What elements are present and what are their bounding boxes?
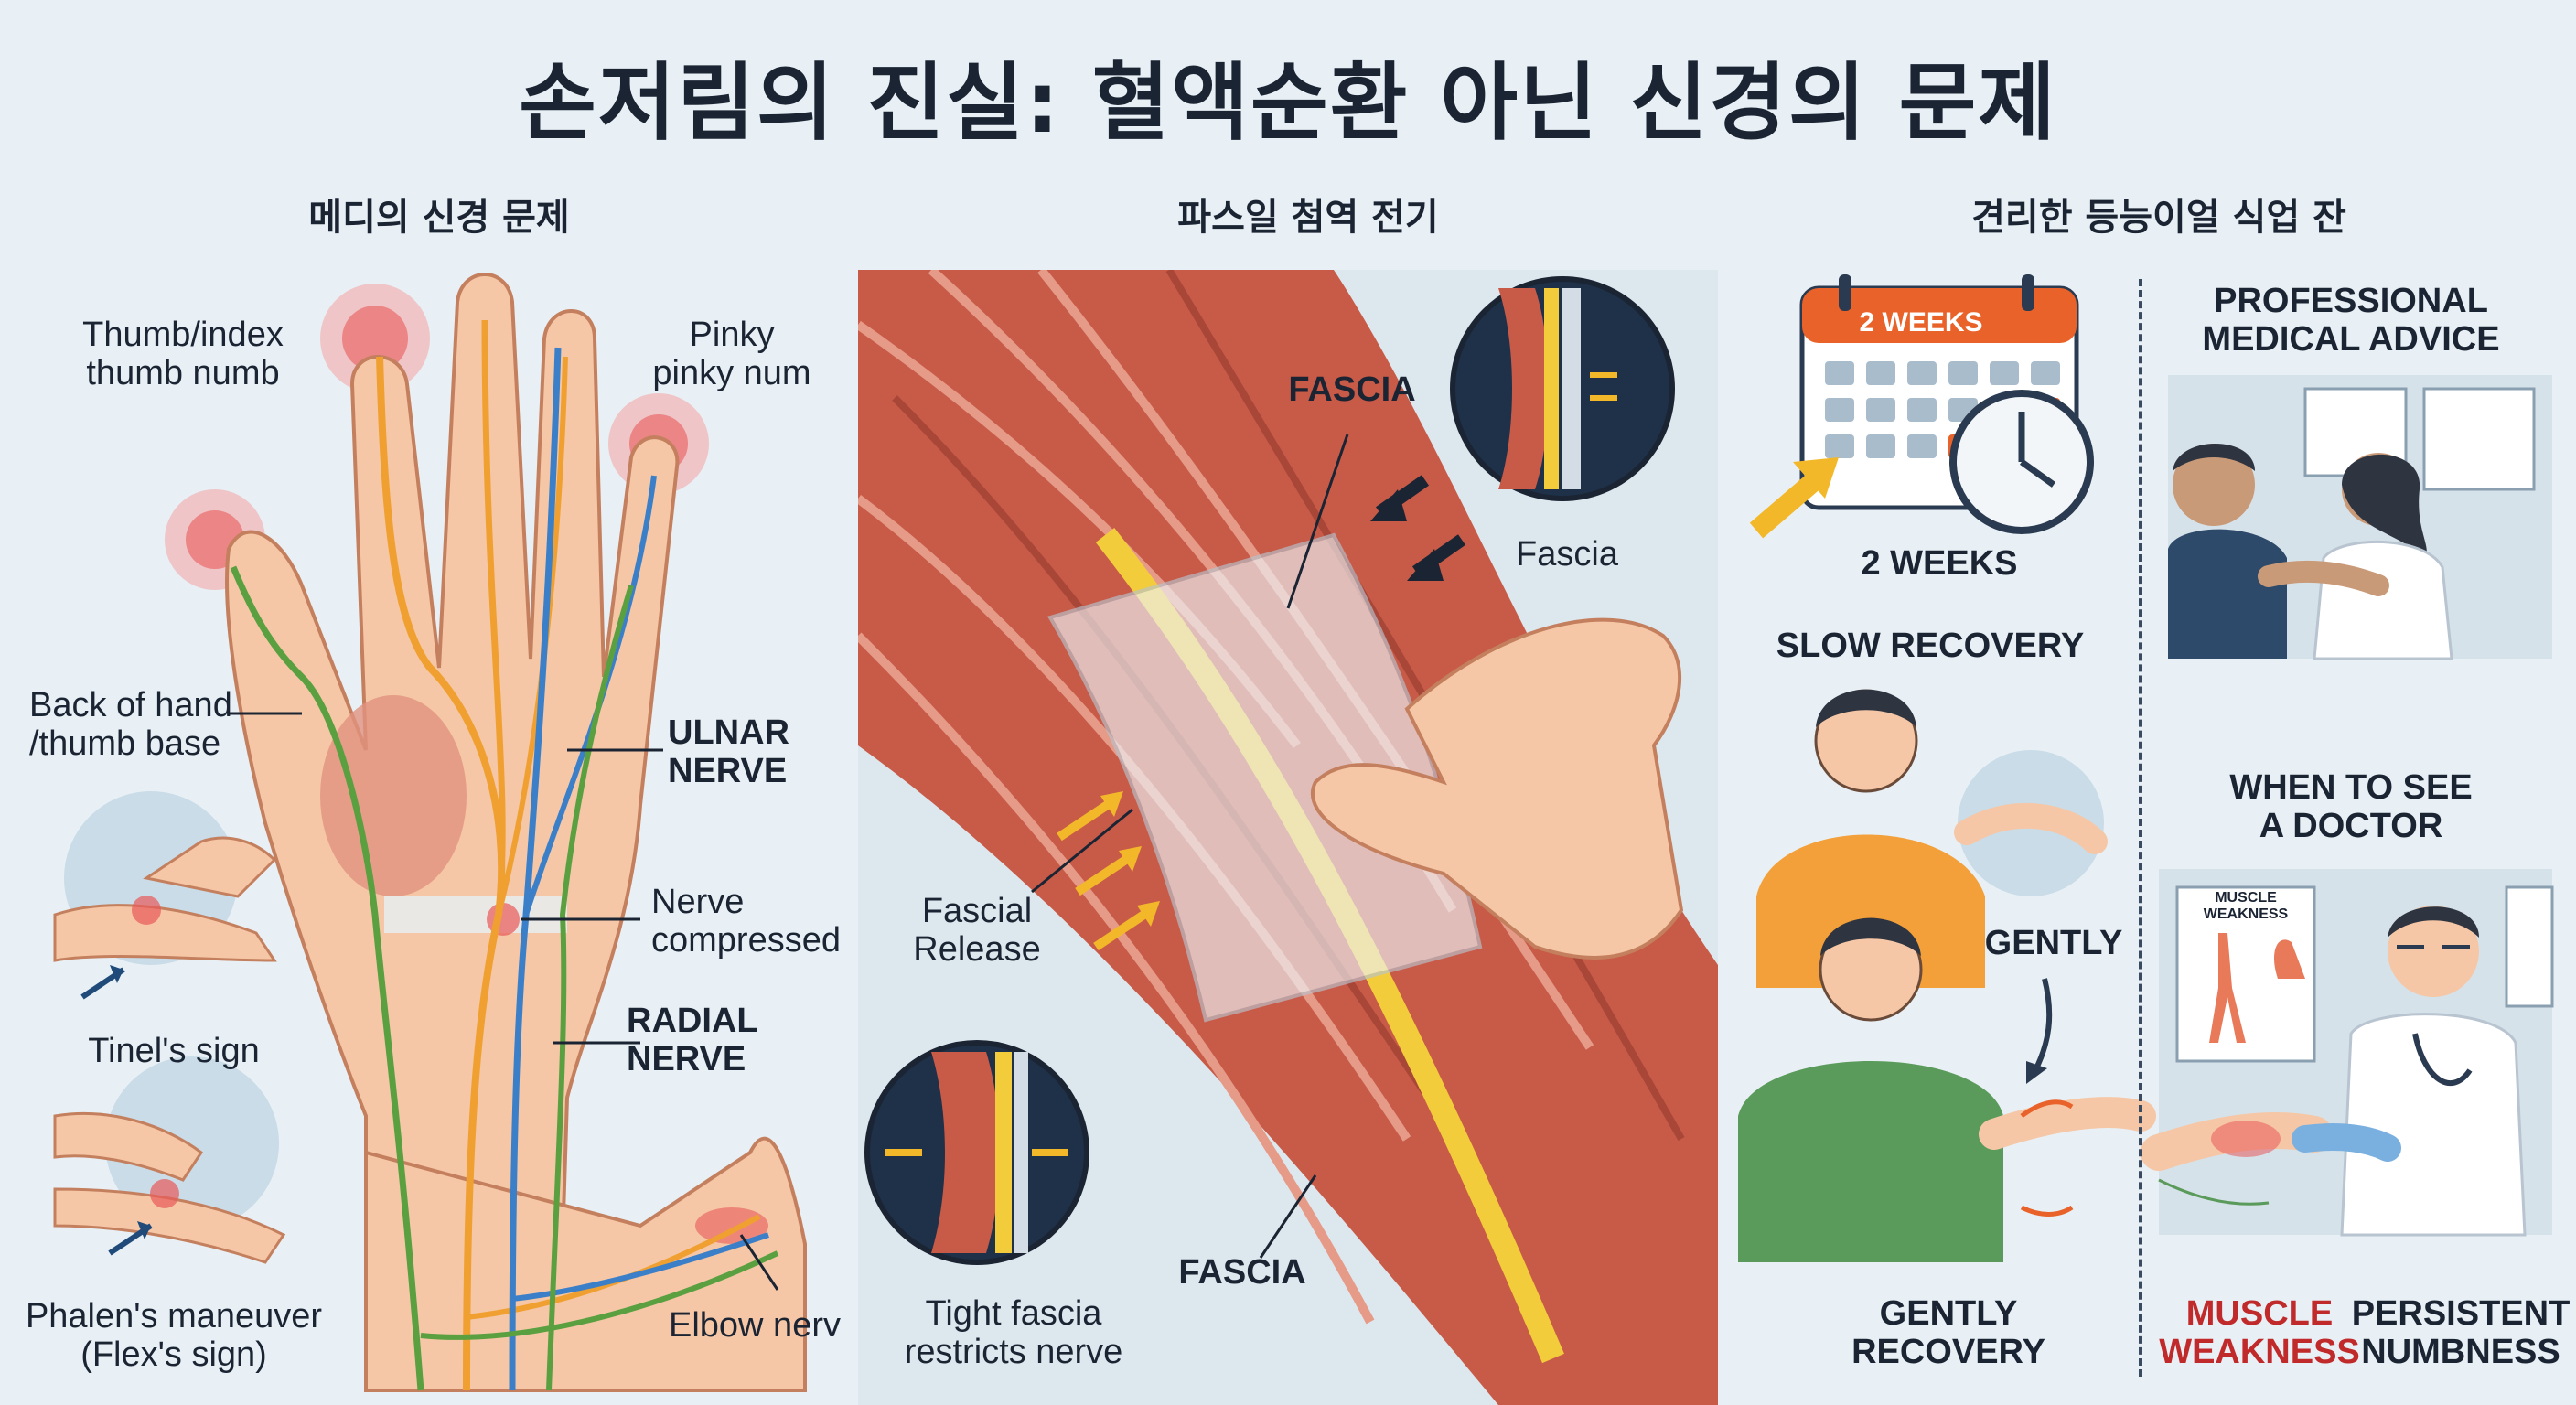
fascia-bottom-label: FASCIA — [1178, 1253, 1306, 1292]
tinels-sign-label: Tinel's sign — [88, 1032, 260, 1070]
left-panel: Thumb/index thumb numb Pinky pinky num B… — [0, 238, 851, 1405]
ulnar-nerve-label: ULNAR NERVE — [668, 713, 789, 790]
gently-recovery-label: GENTLY RECOVERY — [1852, 1294, 2045, 1371]
gently-label: GENTLY — [1984, 924, 2123, 962]
left-panel-title: 메디의 신경 문제 — [308, 197, 570, 239]
muscle-weakness-card-label: MUSCLE WEAKNESS — [2203, 890, 2289, 922]
fascia-illustration — [858, 270, 1718, 1405]
fascial-release-label: Fascial Release — [913, 892, 1041, 969]
slow-recovery-label: SLOW RECOVERY — [1776, 627, 2085, 665]
fascia-inset-label: Fascia — [1516, 535, 1618, 574]
recovery-illustration — [1738, 274, 2554, 1262]
middle-panel-title: 파스일 첨역 전기 — [1177, 197, 1439, 239]
persistent-numbness-label: PERSISTENT NUMBNESS — [2351, 1294, 2571, 1371]
thumb-numb-label: Thumb/index thumb numb — [82, 316, 284, 392]
muscle-weakness-label: MUSCLE WEAKNESS — [2159, 1294, 2360, 1371]
right-panel-title: 견리한 등능이얼 식업 잔 — [1971, 197, 2346, 239]
pinky-numb-label: Pinky pinky num — [652, 316, 811, 392]
right-panel: 2 WEEKS 2 WEEKS SLOW RECOVERY GENTLY GEN… — [1720, 256, 2576, 1405]
when-to-see-doctor-label: WHEN TO SEE A DOCTOR — [2229, 768, 2473, 845]
right-panel-divider — [2139, 279, 2142, 1377]
phalens-maneuver-label: Phalen's maneuver (Flex's sign) — [25, 1297, 323, 1374]
nerve-compressed-label: Nerve compressed — [651, 883, 841, 960]
radial-nerve-label: RADIAL NERVE — [627, 1002, 758, 1078]
separator-left — [853, 270, 858, 1405]
elbow-nerve-label: Elbow nerv — [669, 1306, 841, 1345]
middle-panel: FASCIA Fascia Fascial Release FASCIA Tig… — [858, 270, 1718, 1405]
page-title: 손저림의 진실: 혈액순환 아닌 신경의 문제 — [519, 54, 2057, 152]
professional-advice-label: PROFESSIONAL MEDICAL ADVICE — [2202, 282, 2500, 359]
fascia-top-label: FASCIA — [1288, 370, 1416, 409]
tight-fascia-label: Tight fascia restricts nerve — [904, 1294, 1123, 1371]
calendar-banner: 2 WEEKS — [1859, 307, 1983, 338]
two-weeks-label: 2 WEEKS — [1861, 544, 2018, 583]
back-of-hand-label: Back of hand /thumb base — [29, 686, 232, 763]
hand-nerve-illustration — [53, 273, 807, 1392]
